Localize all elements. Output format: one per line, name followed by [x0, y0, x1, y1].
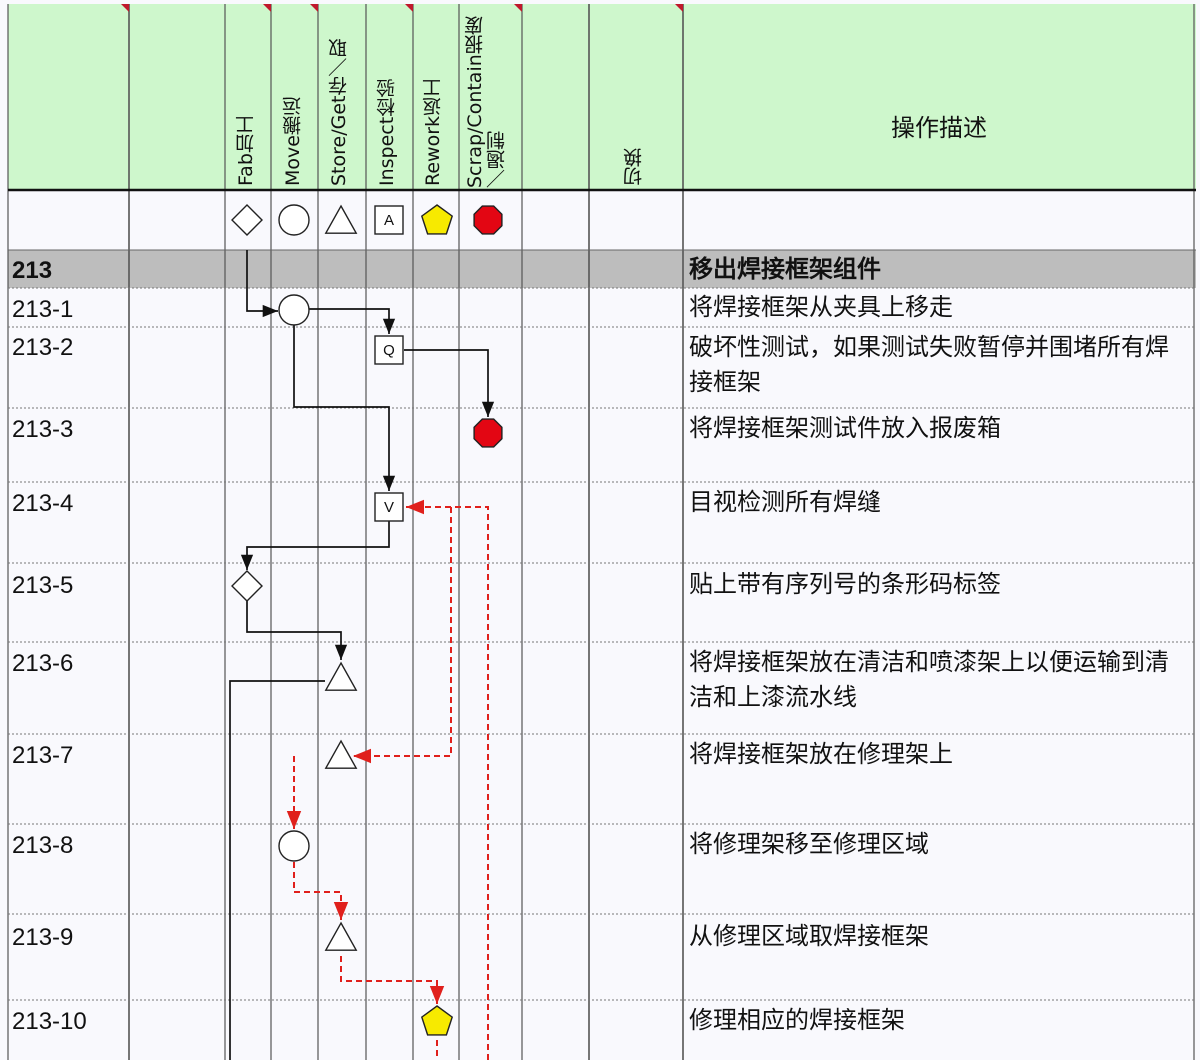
- flow-connector: [240, 521, 390, 570]
- inspect-square-icon: [374, 205, 404, 235]
- step-id: 213-8: [12, 832, 74, 859]
- step-fab-icon: [231, 570, 263, 602]
- step-id: 213-7: [12, 742, 74, 769]
- step-description: 将修理架移至修理区域: [689, 830, 929, 858]
- step-id: 213-3: [12, 416, 74, 443]
- scrap-octagon-icon: [473, 205, 503, 235]
- header-col-fab: Fab加工: [235, 115, 257, 186]
- step-description: 将焊接框架测试件放入报废箱: [689, 414, 1001, 442]
- step-store-icon: [324, 921, 358, 951]
- comment-marker: [405, 4, 413, 12]
- comment-marker: [263, 4, 271, 12]
- step-id: 213-9: [12, 924, 74, 951]
- step-description: 修理相应的焊接框架: [689, 1006, 905, 1034]
- header-col-inspect: Inspect检验: [376, 78, 398, 186]
- rework-pentagon-icon: [420, 204, 454, 235]
- step-id: 213-10: [12, 1008, 87, 1035]
- comment-marker: [121, 4, 129, 12]
- rework-connector: [353, 507, 452, 764]
- flow-connector: [229, 680, 325, 1060]
- step-description: 将焊接框架放在清洁和喷漆架上以便运输到清洁和上漆流水线: [689, 648, 1169, 711]
- inspect-square-icon-letter: A: [384, 212, 394, 229]
- flow-connector: [309, 308, 396, 334]
- step-description: 从修理区域取焊接框架: [689, 922, 929, 950]
- step-inspect-icon: [374, 335, 404, 365]
- step-store-icon: [324, 661, 358, 691]
- header-col-rework: Rework返工: [422, 77, 444, 186]
- flow-connector: [293, 325, 396, 491]
- step-inspect-icon-letter: V: [384, 499, 394, 516]
- header-background: [8, 4, 1196, 190]
- header-col-scrap: Scrap/Contain报废／遏制: [464, 12, 514, 188]
- section-row-background: [8, 250, 1196, 288]
- store-triangle-icon: [324, 204, 358, 234]
- step-description: 贴上带有序列号的条形码标签: [689, 570, 1001, 598]
- step-id: 213-4: [12, 490, 74, 517]
- step-store-icon: [324, 739, 358, 769]
- comment-marker: [675, 4, 683, 12]
- header-col-move: Move搬运: [282, 97, 304, 186]
- fab-diamond-icon: [231, 204, 263, 236]
- flow-connector: [404, 349, 495, 417]
- flow-connector: [246, 601, 348, 660]
- comment-marker: [310, 4, 318, 12]
- header-col-description: 操作描述: [891, 114, 987, 142]
- rework-connector: [340, 956, 445, 1004]
- flow-connector: [246, 250, 278, 318]
- step-inspect-icon-letter: Q: [383, 342, 395, 359]
- step-scrap-icon: [473, 418, 503, 448]
- step-description: 将焊接框架放在修理架上: [689, 740, 953, 768]
- section-title: 移出焊接框架组件: [689, 255, 881, 283]
- step-id: 213-6: [12, 650, 74, 677]
- step-description: 将焊接框架从夹具上移走: [689, 293, 953, 321]
- step-description: 破坏性测试，如果测试失败暂停并围堵所有焊接框架: [689, 333, 1169, 396]
- step-move-icon: [278, 294, 310, 326]
- header-col-switch: 切换: [623, 148, 645, 186]
- step-inspect-icon: [374, 492, 404, 522]
- move-circle-icon: [278, 204, 310, 236]
- step-id: 213-1: [12, 296, 74, 323]
- rework-connector: [406, 499, 489, 1060]
- section-id: 213: [12, 257, 53, 284]
- step-id: 213-5: [12, 572, 74, 599]
- step-move-icon: [278, 830, 310, 862]
- step-rework-icon: [420, 1005, 454, 1036]
- comment-marker: [514, 4, 522, 12]
- rework-connector: [293, 862, 349, 920]
- step-id: 213-2: [12, 334, 74, 361]
- header-col-scrap-text: Scrap/Contain报废／遏制: [464, 16, 508, 188]
- header-col-store: Store/Get存／取: [328, 38, 350, 186]
- step-description: 目视检测所有焊缝: [689, 488, 881, 516]
